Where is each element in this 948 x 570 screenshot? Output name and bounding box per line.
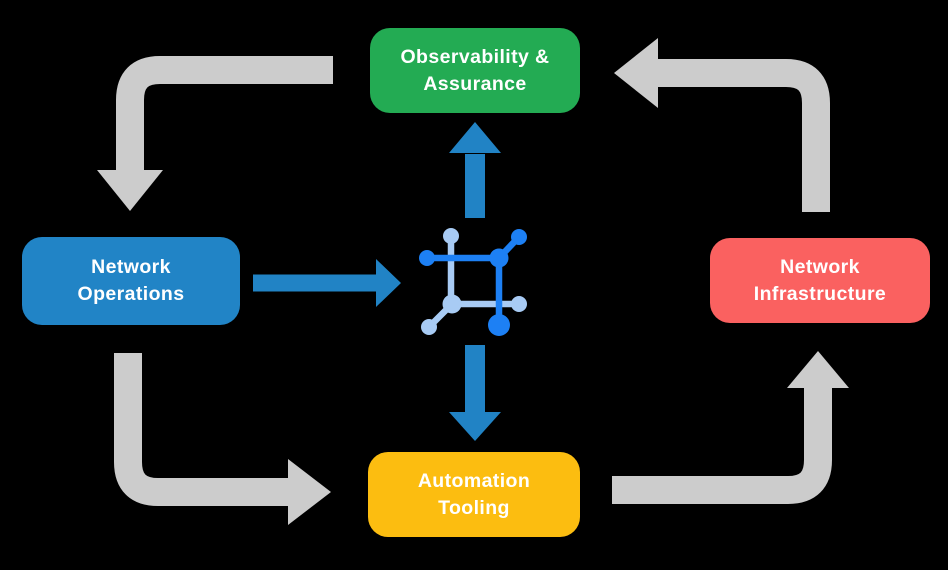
arrowhead-right: [288, 459, 331, 525]
arrow-operations-to-center: [253, 259, 401, 307]
node-label-line: Operations: [77, 283, 185, 305]
node-observability-assurance: Observability & Assurance: [370, 28, 580, 113]
arrowhead-left: [614, 38, 658, 108]
arrow-infrastructure-to-observability: [614, 38, 830, 212]
arrowhead-right: [376, 259, 401, 307]
node-network-operations: Network Operations: [22, 237, 240, 325]
node-label-line: Network: [780, 255, 860, 278]
node-network-infrastructure: Network Infrastructure: [710, 238, 930, 323]
node-label-line: Observability &: [400, 45, 550, 68]
node-automation-tooling: Automation Tooling: [368, 452, 580, 537]
node-label-line: Network: [91, 256, 171, 279]
arrowhead-down: [97, 170, 163, 211]
arrow-observability-to-operations: [97, 56, 333, 211]
arrow-center-to-automation: [449, 345, 501, 441]
network-mesh-dark-parts: [419, 229, 527, 336]
arrow-center-to-observability: [449, 122, 501, 218]
node-label-line: Infrastructure: [753, 282, 887, 305]
network-mesh-light-parts: [421, 228, 527, 335]
network-mesh-icon: [419, 228, 527, 336]
arrow-operations-to-automation: [114, 353, 331, 525]
arrowhead-down: [449, 412, 501, 441]
node-label-line: Assurance: [423, 72, 527, 95]
node-label-line: Tooling: [438, 496, 510, 519]
arrowhead-up: [449, 122, 501, 153]
arrowhead-up: [787, 351, 849, 388]
node-label-line: Automation: [417, 469, 531, 492]
arrow-automation-to-infrastructure: [612, 351, 849, 504]
